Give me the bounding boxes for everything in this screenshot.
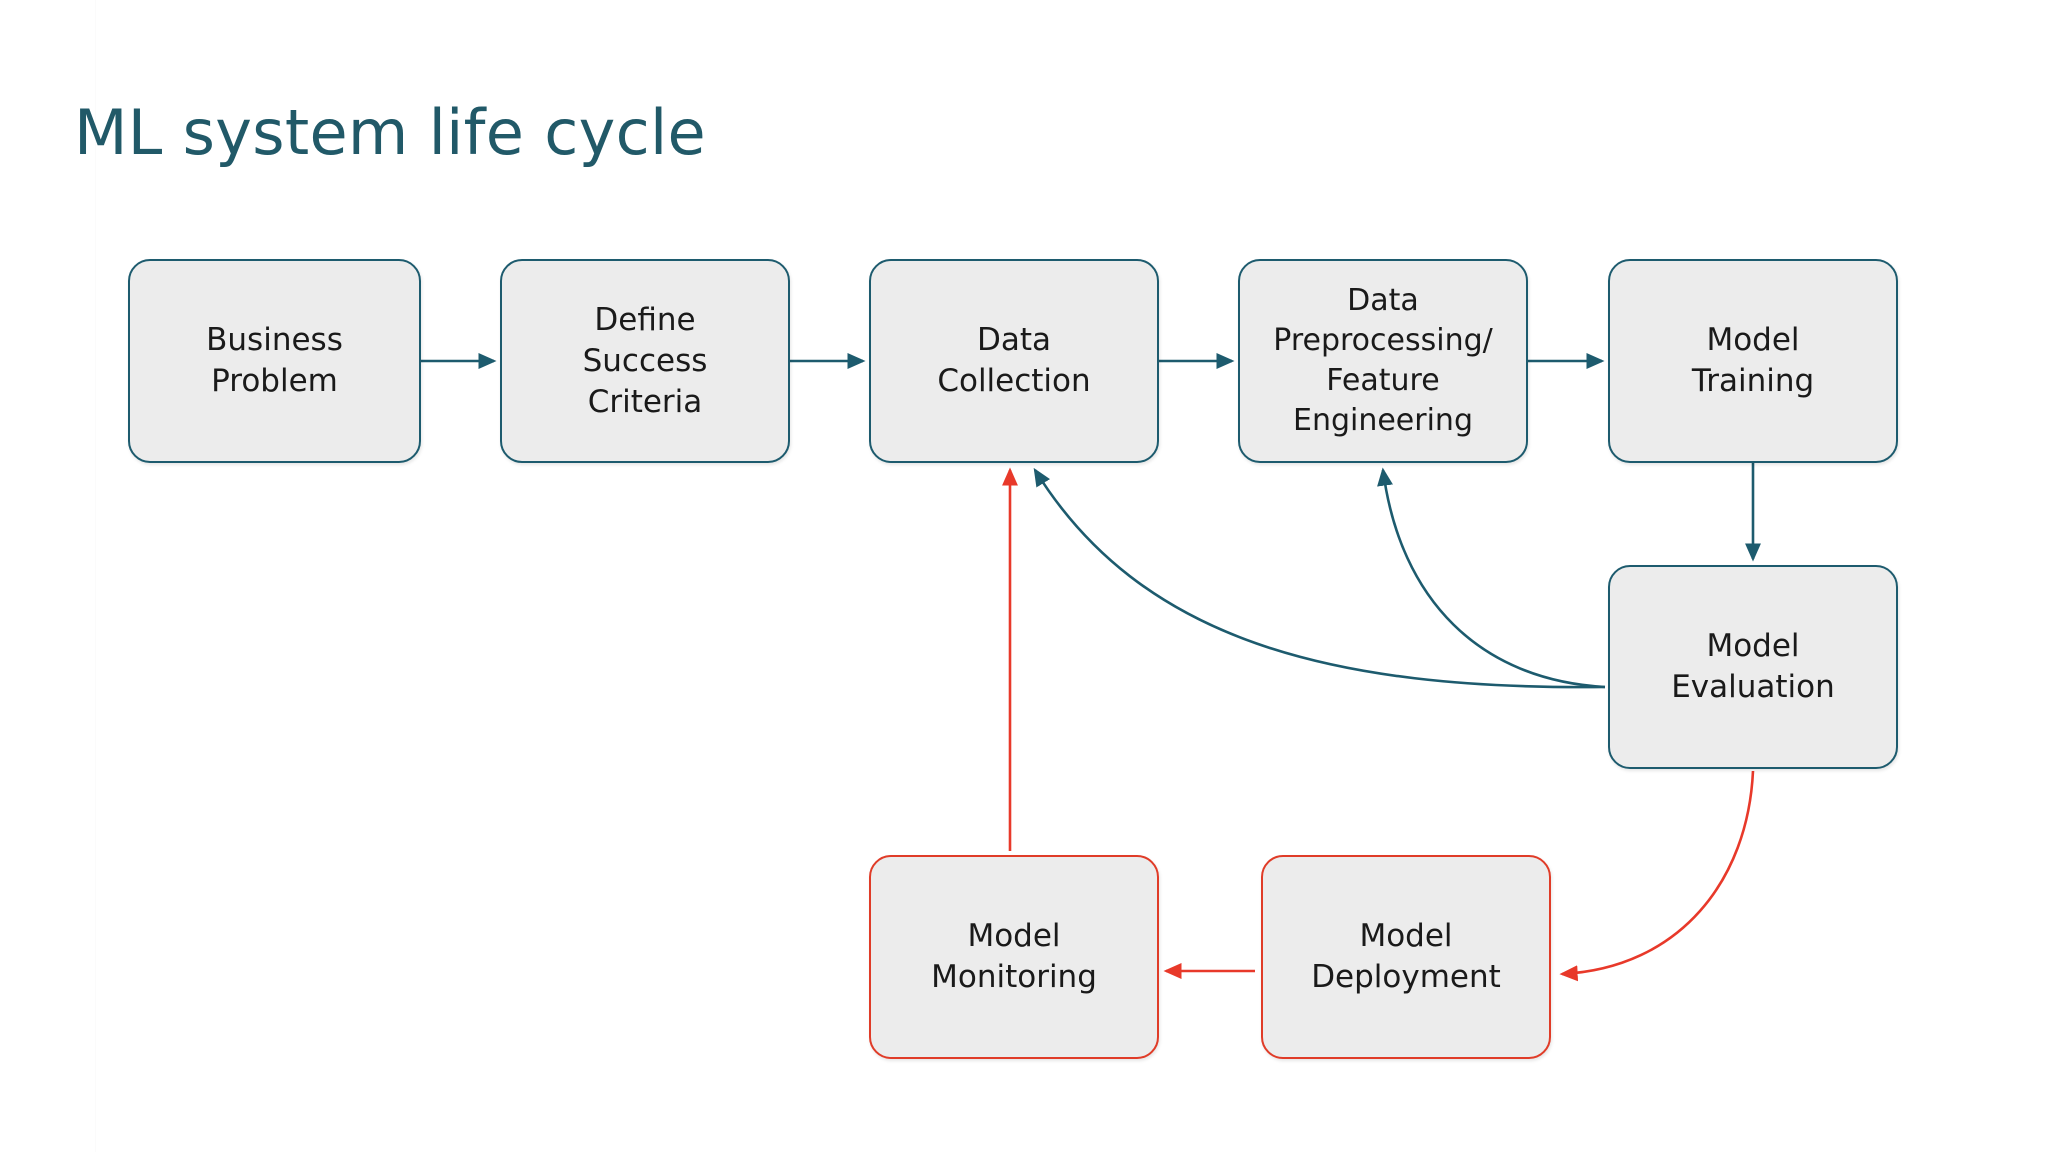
- node-label: Define Success Criteria: [582, 301, 708, 420]
- edge-model-evaluation-to-model-deployment: [1559, 770, 1755, 982]
- node-data-collection[interactable]: Data Collection: [869, 259, 1159, 463]
- edge-model-evaluation-to-data-collection: [1033, 467, 1606, 689]
- node-label: Model Training: [1691, 322, 1815, 399]
- node-label: Model Evaluation: [1671, 628, 1835, 705]
- node-label: Model Monitoring: [931, 918, 1097, 995]
- node-label: Model Deployment: [1311, 918, 1501, 995]
- node-model-evaluation[interactable]: Model Evaluation: [1608, 565, 1898, 769]
- node-label: Business Problem: [206, 322, 343, 399]
- node-data-preprocessing-feature-engineering[interactable]: Data Preprocessing/ Feature Engineering: [1238, 259, 1528, 463]
- node-label: Data Collection: [937, 322, 1091, 399]
- node-define-success-criteria[interactable]: Define Success Criteria: [500, 259, 790, 463]
- node-model-training[interactable]: Model Training: [1608, 259, 1898, 463]
- edge-model-evaluation-to-data-preprocessing: [1377, 467, 1606, 689]
- node-label: Data Preprocessing/ Feature Engineering: [1273, 283, 1493, 438]
- node-model-monitoring[interactable]: Model Monitoring: [869, 855, 1159, 1059]
- node-model-deployment[interactable]: Model Deployment: [1261, 855, 1551, 1059]
- slide-guide-line: [95, 0, 96, 1152]
- page-title: ML system life cycle: [74, 96, 706, 169]
- node-business-problem[interactable]: Business Problem: [128, 259, 421, 463]
